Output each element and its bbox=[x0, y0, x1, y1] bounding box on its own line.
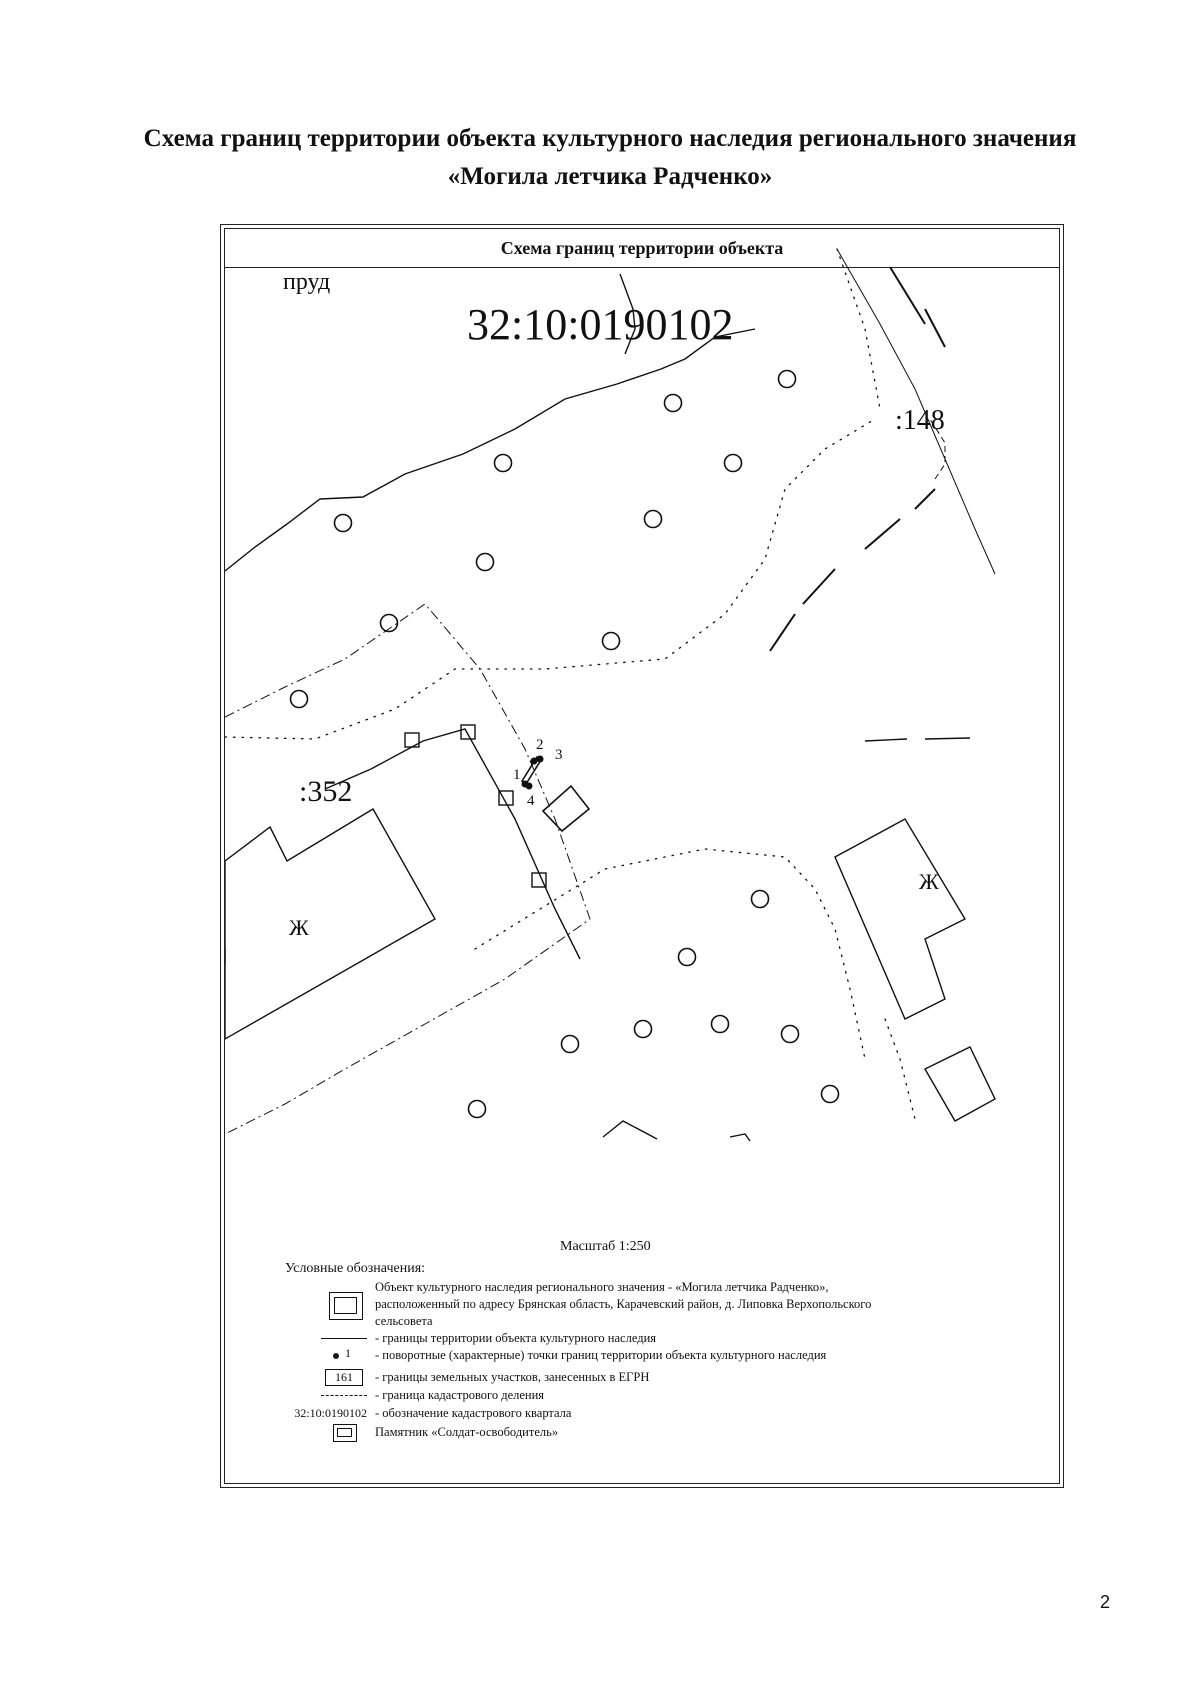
map-scale: Масштаб 1:250 bbox=[560, 1239, 651, 1254]
legend-symbol-turning-point: 1 bbox=[345, 1346, 351, 1360]
legend-heading: Условные обозначения: bbox=[285, 1261, 426, 1276]
page-number: 2 bbox=[1099, 1592, 1110, 1612]
legend-text-territory-boundary: - границы территории объекта культурного… bbox=[375, 1331, 657, 1345]
legend-text-cadastral-division: - граница кадастрового деления bbox=[375, 1388, 545, 1402]
dotted-boundary bbox=[225, 418, 876, 740]
building-left-label: Ж bbox=[289, 915, 309, 940]
parcel-352-boundary bbox=[225, 603, 591, 1135]
legend-icon-monument bbox=[333, 1424, 357, 1442]
building-left bbox=[225, 808, 436, 1040]
building-right-label: Ж bbox=[919, 869, 939, 894]
right-parcel-line bbox=[836, 248, 996, 575]
pond-shoreline bbox=[225, 328, 756, 572]
road-dashes bbox=[769, 266, 946, 652]
boundary-marker bbox=[498, 790, 514, 806]
point-label-4: 4 bbox=[527, 793, 535, 809]
boundary-marker bbox=[531, 872, 547, 888]
monument-outline bbox=[541, 784, 591, 833]
map-header: Схема границ территории объекта bbox=[225, 229, 1059, 268]
legend-text-cadastral-block: - обозначение кадастрового квартала bbox=[375, 1406, 572, 1420]
cadastral-block-label: 32:10:0190102 bbox=[467, 300, 733, 349]
page-title: Схема границ территории объекта культурн… bbox=[143, 125, 1077, 190]
dotted-boundary bbox=[836, 248, 881, 410]
tree-markers bbox=[289, 369, 840, 1119]
boundary-marker bbox=[404, 732, 420, 748]
legend-icon-turning-point bbox=[333, 1353, 339, 1359]
cadastral-map: пруд 32:10:0190102 :148 :352 Ж Ж 1 2 3 4 bbox=[225, 248, 996, 1142]
parcel-148-label: :148 bbox=[895, 405, 945, 436]
legend-symbol-egrn-parcel: 161 bbox=[325, 1369, 363, 1386]
parcel-352-label: :352 bbox=[299, 775, 352, 808]
legend-icon-cadastral-division bbox=[321, 1395, 367, 1396]
point-label-1: 1 bbox=[513, 767, 521, 783]
legend-text-turning-point: - поворотные (характерные) точки границ … bbox=[375, 1348, 827, 1362]
building-right bbox=[834, 818, 966, 1020]
dotted-boundary bbox=[884, 1018, 916, 1120]
egrn-boundary-line bbox=[370, 728, 581, 960]
building-right-small bbox=[924, 1046, 996, 1122]
legend-text-egrn-parcel: - границы земельных участков, занесенных… bbox=[375, 1370, 650, 1384]
legend-text-monument: Памятник «Солдат-освободитель» bbox=[375, 1425, 559, 1439]
legend-icon-heritage-object bbox=[329, 1292, 363, 1320]
legend-icon-territory-boundary bbox=[321, 1338, 367, 1339]
point-label-3: 3 bbox=[555, 747, 563, 763]
dotted-boundary bbox=[474, 848, 866, 1060]
cadastral-leader-line bbox=[619, 273, 636, 355]
pond-label: пруд bbox=[283, 269, 330, 295]
point-label-2: 2 bbox=[536, 737, 544, 753]
legend-text-heritage-object: Объект культурного наследия региональног… bbox=[375, 1280, 872, 1328]
boundary-marker bbox=[460, 724, 476, 740]
right-parcel-dashes bbox=[929, 418, 946, 480]
legend-symbol-cadastral-block: 32:10:0190102 bbox=[294, 1406, 367, 1420]
map-frame: Схема границ территории объекта bbox=[224, 228, 1060, 1484]
